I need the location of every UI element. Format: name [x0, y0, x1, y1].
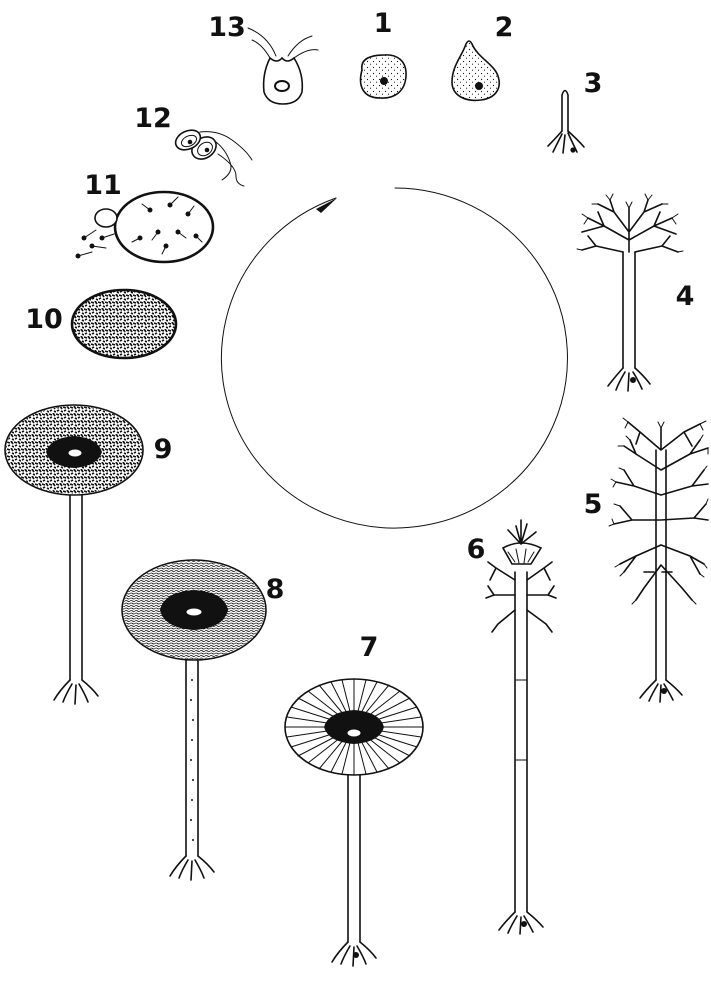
stage-6-label: 6 [467, 534, 486, 565]
stage-9-plant: 9 [5, 405, 172, 704]
stage-4-plant: 4 [577, 194, 694, 391]
stage-13-zygote: 13 [208, 12, 318, 104]
stage-2-label: 2 [495, 12, 514, 43]
stage-10-label: 10 [25, 304, 63, 335]
stage-7-plant: 7 [285, 632, 423, 966]
stage-11-label: 11 [84, 170, 122, 201]
stage-7-label: 7 [360, 632, 379, 663]
arrowhead-icon [316, 198, 337, 213]
stage-11-cyst: 11 [76, 170, 214, 262]
stage-4-label: 4 [676, 281, 695, 312]
stage-12-gametes: 12 [134, 103, 252, 186]
stage-13-label: 13 [208, 12, 246, 43]
cycle-arrow [221, 188, 567, 528]
stage-1-cell: 1 [361, 8, 407, 98]
stage-9-label: 9 [154, 434, 173, 465]
stage-3-germling: 3 [548, 68, 602, 153]
stage-5-label: 5 [584, 489, 603, 520]
stalk-dots [190, 679, 194, 841]
stage-8-label: 8 [266, 574, 285, 605]
stage-8-plant: 8 [122, 560, 284, 880]
stage-2-cell: 2 [452, 12, 513, 100]
stage-1-label: 1 [374, 8, 393, 39]
stage-10-cyst: 10 [25, 290, 176, 358]
stage-6-plant: 6 [467, 520, 556, 934]
stage-3-label: 3 [584, 68, 603, 99]
stage-12-label: 12 [134, 103, 172, 134]
stage-5-plant: 5 [584, 418, 708, 702]
